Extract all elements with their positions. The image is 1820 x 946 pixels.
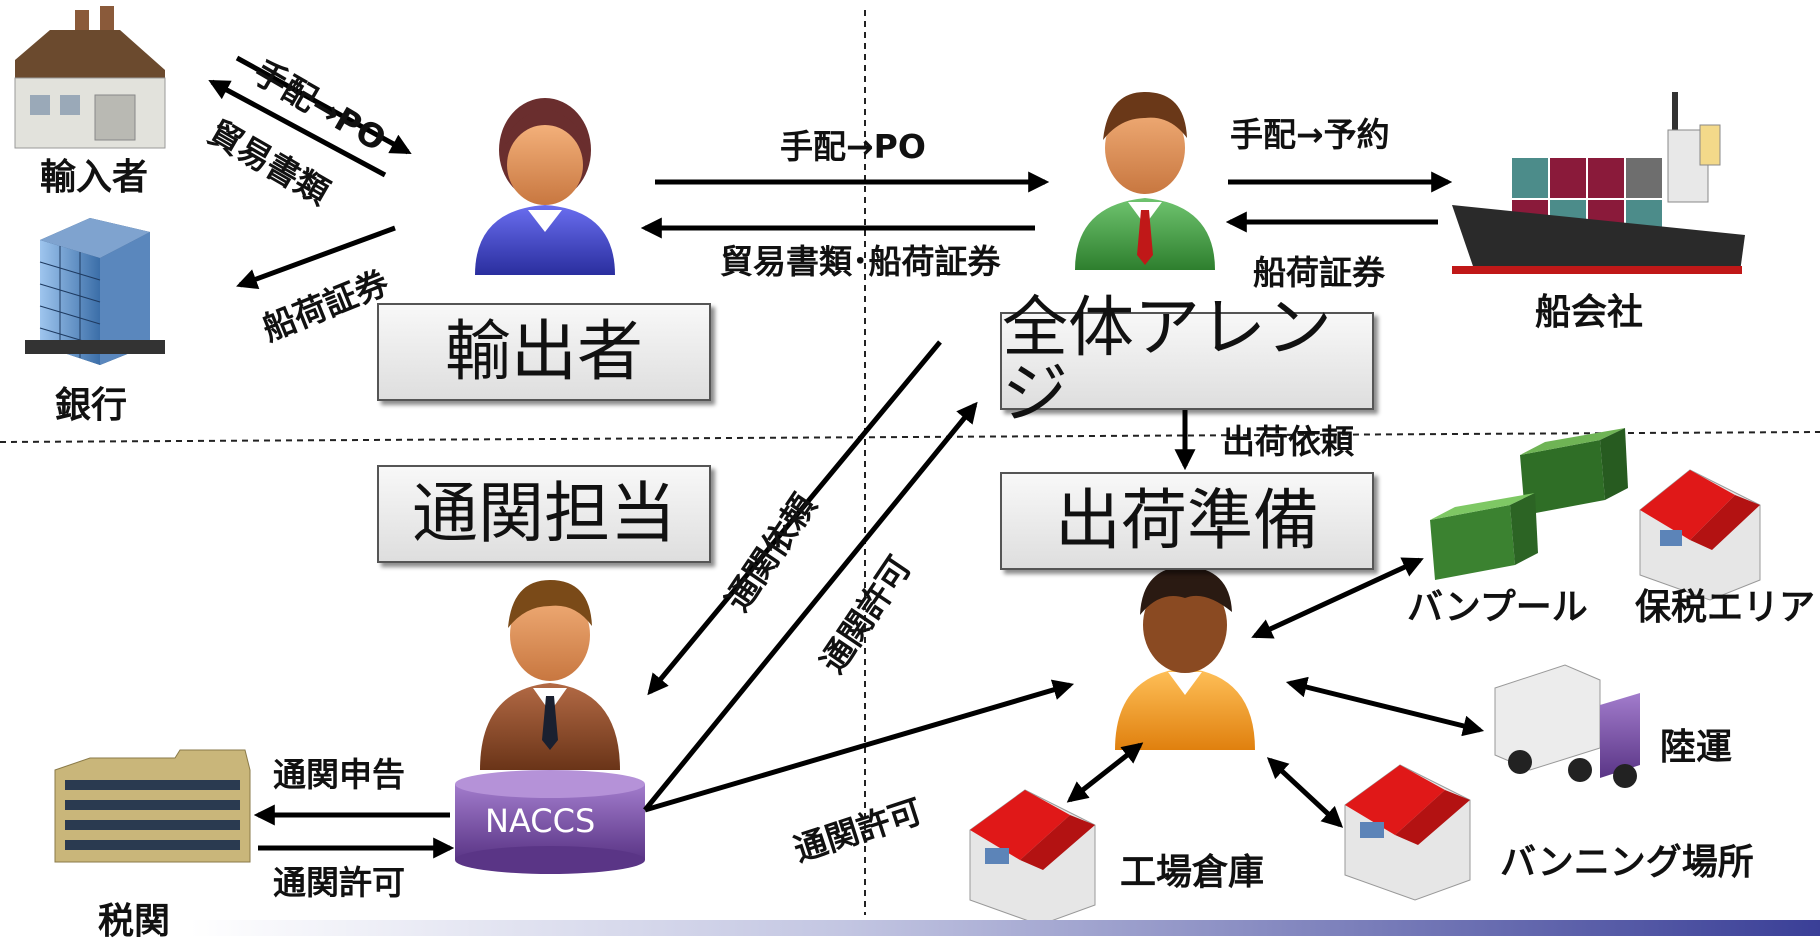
bank-building-icon	[25, 218, 165, 365]
role-box-overall-arrange: 全体アレンジ	[1000, 295, 1374, 427]
label-customs-permit-back: 通関許可	[273, 863, 405, 902]
truck-icon	[1494, 664, 1640, 788]
label-land-transport: 陸運	[1660, 727, 1733, 768]
container-icon-lower	[1430, 493, 1538, 580]
label-booking: 手配→予約	[1230, 115, 1390, 154]
arrow-customs-request	[647, 340, 942, 696]
role-box-exporter: 輸出者	[377, 303, 711, 401]
shipment-prep-person-icon	[1115, 566, 1255, 750]
label-bonded-area: 保税エリア	[1635, 587, 1816, 628]
label-van-pool: バンプール	[1407, 587, 1588, 628]
label-declaration: 通関申告	[273, 755, 405, 794]
arrow-vanning-place	[1266, 757, 1344, 828]
container-icon-upper	[1520, 428, 1628, 515]
label-customs: 税関	[98, 901, 171, 942]
footer-gradient-bar	[190, 920, 1820, 936]
label-arranger-order: 手配→PO	[780, 127, 926, 166]
arrow-land-transport	[1285, 676, 1485, 737]
role-box-shipment-prep: 出荷準備	[1000, 472, 1374, 570]
naccs-database-icon	[455, 770, 645, 874]
arranger-person-icon	[1075, 92, 1215, 270]
flow-arrows	[208, 55, 1485, 859]
label-naccs: NACCS	[485, 802, 596, 840]
arrow-customs-permit-up	[643, 401, 978, 812]
factory-warehouse-icon	[969, 789, 1096, 926]
label-shipping-company: 船会社	[1535, 292, 1644, 333]
factory-icon	[14, 6, 166, 149]
role-box-customs-broker: 通関担当	[377, 465, 711, 563]
exporter-person-icon	[475, 98, 615, 275]
label-carrier-bl: 船荷証券	[1253, 253, 1385, 292]
vanning-place-warehouse-icon	[1344, 764, 1471, 901]
arrow-importer-order	[235, 55, 412, 155]
arrow-factory-warehouse	[1066, 742, 1144, 803]
arrow-van-pool	[1251, 557, 1424, 639]
label-arranger-docs: 貿易書類･船荷証券	[720, 242, 1001, 281]
label-bank: 銀行	[55, 385, 128, 426]
horizontal-divider	[0, 431, 1820, 443]
label-shipping-request: 出荷依頼	[1222, 422, 1354, 461]
label-factory-warehouse: 工場倉庫	[1120, 852, 1265, 893]
customs-building-icon	[54, 749, 251, 863]
broker-person-icon	[480, 580, 620, 770]
arrow-customs-permit-down	[644, 679, 1075, 813]
label-vanning-place: バンニング場所	[1500, 842, 1754, 883]
arrow-importer-docs	[208, 79, 387, 178]
bonded-area-warehouse-icon	[1639, 469, 1761, 601]
arrow-bank-bl	[236, 225, 396, 290]
label-importer: 輸入者	[40, 157, 149, 198]
container-ship-icon	[1452, 92, 1745, 274]
